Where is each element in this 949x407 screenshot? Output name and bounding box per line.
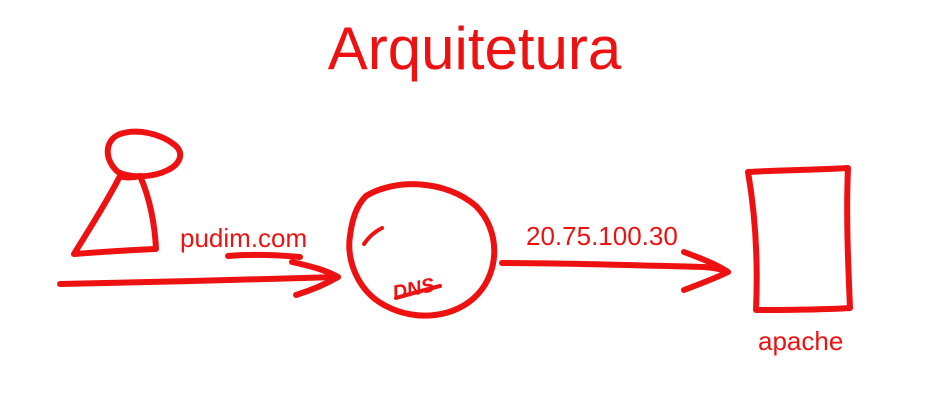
diagram-title: Arquitetura — [327, 15, 622, 82]
edge-label-ip-address: 20.75.100.30 — [526, 221, 678, 251]
server-node — [745, 165, 853, 313]
dns-underline — [394, 284, 442, 300]
arrow-user-to-dns — [57, 251, 341, 298]
server-label: apache — [758, 326, 844, 356]
edge-label-domain: pudim.com — [180, 223, 308, 253]
arrow-dns-to-server — [499, 249, 731, 293]
user-body — [71, 173, 159, 257]
dns-node: DNS — [346, 181, 498, 319]
user-head — [104, 128, 184, 180]
user-figure — [71, 128, 184, 257]
dns-inner-stroke — [362, 226, 384, 246]
